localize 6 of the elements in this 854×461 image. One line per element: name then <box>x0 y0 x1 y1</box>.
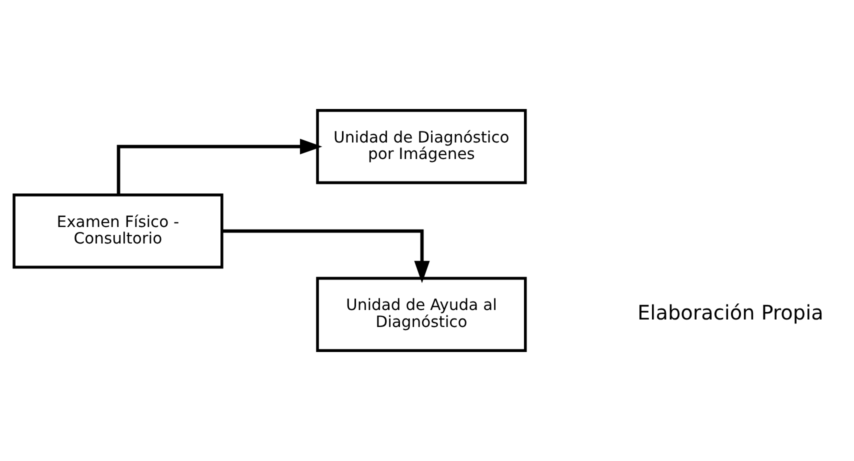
node-box: Examen Físico - Consultorio <box>12 194 224 269</box>
arrow <box>116 138 322 195</box>
arrow <box>222 229 430 284</box>
node-box: Unidad de Ayuda al Diagnóstico <box>316 276 527 352</box>
node-box: Unidad de Diagnóstico por Imágenes <box>316 109 527 184</box>
label: Elaboración Propia <box>638 300 824 324</box>
